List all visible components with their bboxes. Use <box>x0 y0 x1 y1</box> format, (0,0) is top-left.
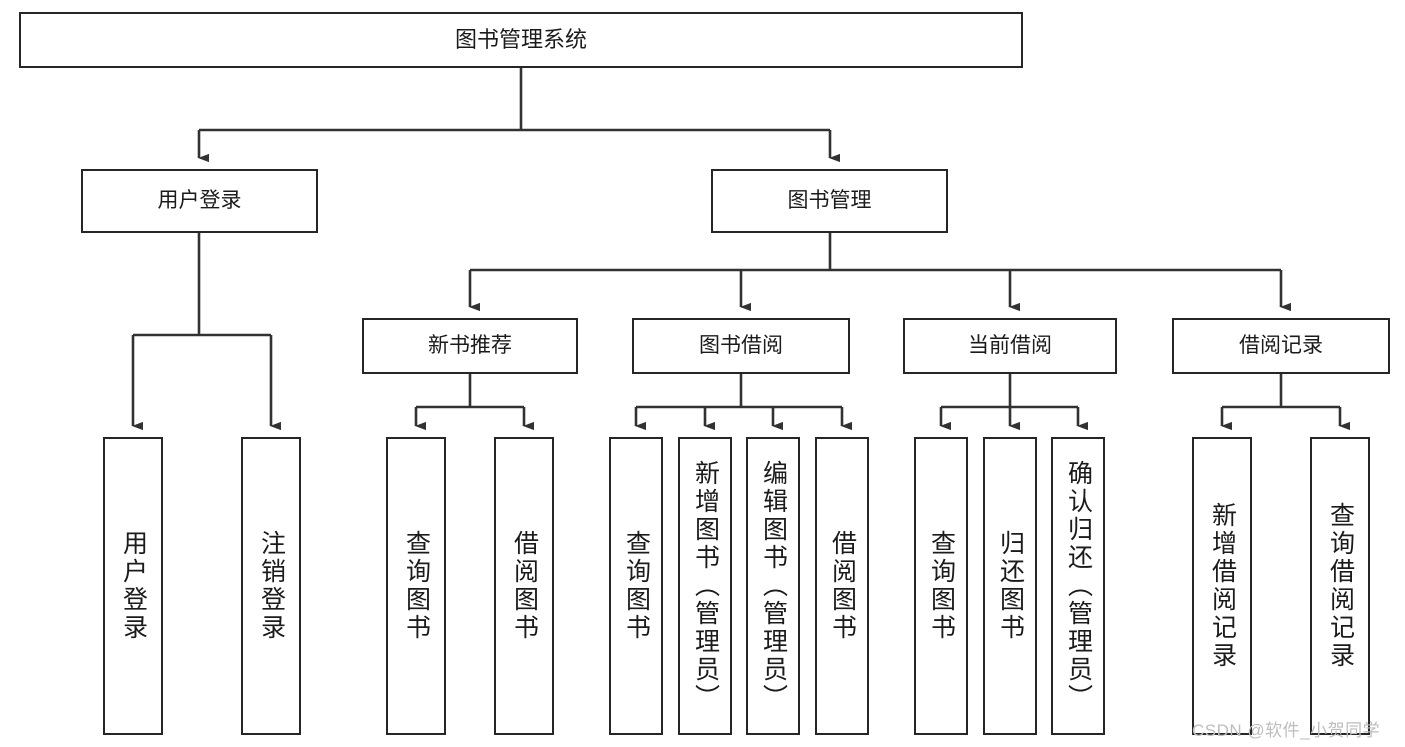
leaf-query-book-borrow[interactable]: 查询图书 <box>609 437 663 735</box>
node-label: 查询图书 <box>927 530 956 642</box>
node-label: 新书推荐 <box>428 333 512 357</box>
node-label: 新增借阅记录 <box>1208 502 1237 670</box>
leaf-add-book-admin[interactable]: 新增图书（管理员） <box>678 437 732 735</box>
leaf-query-book-current[interactable]: 查询图书 <box>914 437 968 735</box>
node-root-system[interactable]: 图书管理系统 <box>19 12 1023 68</box>
node-label: 图书管理系统 <box>454 27 587 53</box>
leaf-logout[interactable]: 注销登录 <box>241 437 301 735</box>
watermark: CSDN @软件_小贺同学 <box>1192 721 1381 740</box>
node-label: 借阅记录 <box>1239 333 1323 357</box>
node-label: 借阅图书 <box>510 530 539 642</box>
node-label: 图书借阅 <box>699 333 783 357</box>
node-book-borrow[interactable]: 图书借阅 <box>632 318 850 374</box>
node-label: 用户登录 <box>157 188 242 212</box>
leaf-return-book[interactable]: 归还图书 <box>983 437 1037 735</box>
leaf-query-borrow-record[interactable]: 查询借阅记录 <box>1310 437 1370 735</box>
node-new-book-recommend[interactable]: 新书推荐 <box>362 318 578 374</box>
node-label: 编辑图书（管理员） <box>759 460 788 712</box>
leaf-borrow-book[interactable]: 借阅图书 <box>815 437 869 735</box>
leaf-query-book-recommend[interactable]: 查询图书 <box>386 437 446 735</box>
node-user-login[interactable]: 用户登录 <box>81 169 318 233</box>
node-label: 查询借阅记录 <box>1326 502 1355 670</box>
node-borrow-records[interactable]: 借阅记录 <box>1172 318 1390 374</box>
node-label: 归还图书 <box>996 530 1025 642</box>
node-label: 新增图书（管理员） <box>691 460 720 712</box>
node-book-management[interactable]: 图书管理 <box>711 169 948 233</box>
node-current-borrow[interactable]: 当前借阅 <box>903 318 1117 374</box>
node-label: 注销登录 <box>257 530 286 642</box>
leaf-add-borrow-record[interactable]: 新增借阅记录 <box>1192 437 1252 735</box>
node-label: 查询图书 <box>402 530 431 642</box>
leaf-user-login[interactable]: 用户登录 <box>103 437 163 735</box>
leaf-confirm-return-admin[interactable]: 确认归还（管理员） <box>1051 437 1105 735</box>
node-label: 查询图书 <box>622 530 651 642</box>
node-label: 确认归还（管理员） <box>1064 460 1093 712</box>
leaf-borrow-book-recommend[interactable]: 借阅图书 <box>494 437 554 735</box>
node-label: 图书管理 <box>787 188 872 212</box>
node-label: 用户登录 <box>119 530 148 642</box>
node-label: 当前借阅 <box>968 333 1052 357</box>
node-label: 借阅图书 <box>828 530 857 642</box>
leaf-edit-book-admin[interactable]: 编辑图书（管理员） <box>746 437 800 735</box>
